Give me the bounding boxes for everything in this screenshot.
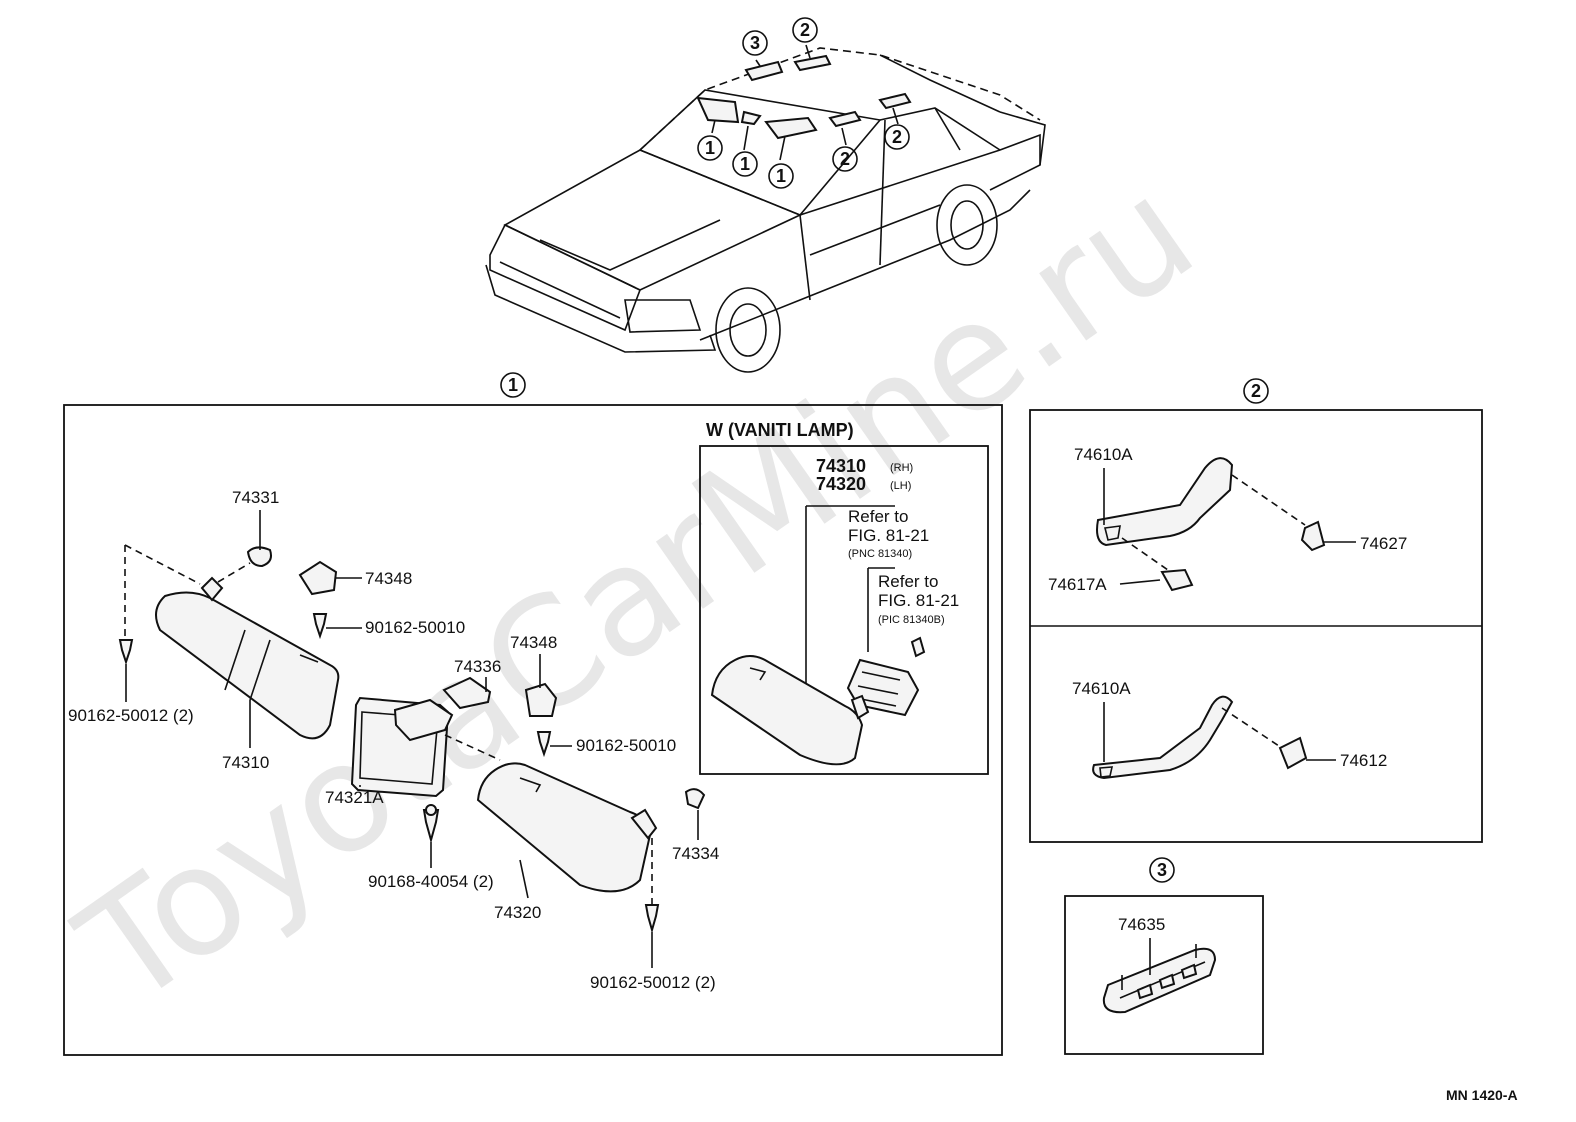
label-90162-50012-b: 90162-50012 (2) — [590, 973, 716, 992]
pivot-b — [630, 808, 658, 840]
car-callout-1a: 1 — [697, 135, 723, 161]
screw-90162-50010-a — [312, 613, 328, 640]
inset-ref1-line3: (PNC 81340) — [848, 548, 912, 560]
label-74617A: 74617A — [1048, 575, 1107, 594]
svg-text:2: 2 — [800, 20, 810, 40]
screw-90162-50010-b — [536, 731, 552, 758]
svg-text:2: 2 — [892, 127, 902, 147]
vanity-pivot — [850, 694, 870, 720]
svg-text:3: 3 — [1157, 860, 1167, 880]
inset-pn-74320: 74320 — [816, 474, 866, 494]
car-callout-3: 3 — [742, 30, 768, 56]
sun-visor-74320 — [476, 762, 652, 893]
screw-90162-50012-a — [118, 639, 134, 666]
inset-pn-74320-side: (LH) — [890, 480, 911, 492]
svg-text:2: 2 — [840, 149, 850, 169]
inset-title: W (VANITI LAMP) — [706, 420, 854, 440]
label-74612: 74612 — [1340, 751, 1387, 770]
section-3-box — [1064, 895, 1264, 1055]
vanity-visor — [710, 655, 864, 766]
diagram-code: MN 1420-A — [1446, 1087, 1518, 1103]
label-74627: 74627 — [1360, 534, 1407, 553]
section-1-box — [63, 404, 1003, 1056]
assist-grip-upper — [1096, 457, 1234, 547]
label-74610A-lower: 74610A — [1072, 679, 1131, 698]
inset-box — [699, 445, 989, 775]
pivot-a — [200, 576, 224, 602]
svg-text:2: 2 — [1251, 381, 1261, 401]
section-1-callout: 1 — [500, 372, 526, 398]
label-74348-b: 74348 — [510, 633, 557, 652]
clip-74334 — [684, 788, 706, 810]
inset-ref2-line3: (PIC 81340B) — [878, 614, 945, 626]
bracket-74348-a — [298, 560, 338, 596]
label-74348-a: 74348 — [365, 569, 412, 588]
bracket-74336 — [442, 676, 492, 710]
sun-visor-74310 — [155, 591, 340, 740]
cover-74627 — [1300, 520, 1326, 552]
label-74310: 74310 — [222, 753, 269, 772]
lamp-74635 — [1102, 944, 1217, 1014]
label-74336: 74336 — [454, 657, 501, 676]
label-90162-50010-a: 90162-50010 — [365, 618, 465, 637]
label-90168-40054: 90168-40054 (2) — [368, 872, 494, 891]
svg-text:3: 3 — [750, 33, 760, 53]
label-90162-50012-a: 90162-50012 (2) — [68, 706, 194, 725]
section-3-callout: 3 — [1149, 857, 1175, 883]
label-74320: 74320 — [494, 903, 541, 922]
label-74635: 74635 — [1118, 915, 1165, 934]
inset-pn-74310-side: (RH) — [890, 462, 913, 474]
svg-text:1: 1 — [740, 154, 750, 174]
bracket-74348-b — [524, 682, 558, 717]
svg-text:1: 1 — [776, 166, 786, 186]
label-90162-50010-b: 90162-50010 — [576, 736, 676, 755]
assist-grip-lower — [1092, 695, 1234, 780]
label-74321A: 74321A — [325, 788, 384, 807]
svg-text:1: 1 — [705, 138, 715, 158]
clip-74331 — [246, 546, 272, 568]
car-callout-2c: 2 — [792, 17, 818, 43]
car-illustration — [485, 44, 1046, 373]
car-callout-1c: 1 — [768, 163, 794, 189]
vanity-bulb — [910, 636, 926, 658]
inset-ref2-line2: FIG. 81-21 — [878, 591, 959, 610]
screw-90168-40054 — [422, 804, 440, 844]
label-74334: 74334 — [672, 844, 719, 863]
cover-74617A — [1160, 568, 1194, 592]
car-callout-1b: 1 — [732, 151, 758, 177]
car-callout-2a: 2 — [832, 146, 858, 172]
section-2-callout: 2 — [1243, 378, 1269, 404]
label-74610A-upper: 74610A — [1074, 445, 1133, 464]
screw-90162-50012-b — [644, 904, 660, 934]
inset-ref1-line1: Refer to — [848, 507, 908, 526]
mirror-74321A — [350, 696, 454, 798]
vanity-lamp — [846, 658, 920, 717]
cover-74612 — [1278, 736, 1308, 770]
car-callout-2b: 2 — [884, 124, 910, 150]
inset-ref1-line2: FIG. 81-21 — [848, 526, 929, 545]
inset-ref2-line1: Refer to — [878, 572, 938, 591]
label-74331: 74331 — [232, 488, 279, 507]
inset-pn-74310: 74310 — [816, 456, 866, 476]
svg-text:1: 1 — [508, 375, 518, 395]
